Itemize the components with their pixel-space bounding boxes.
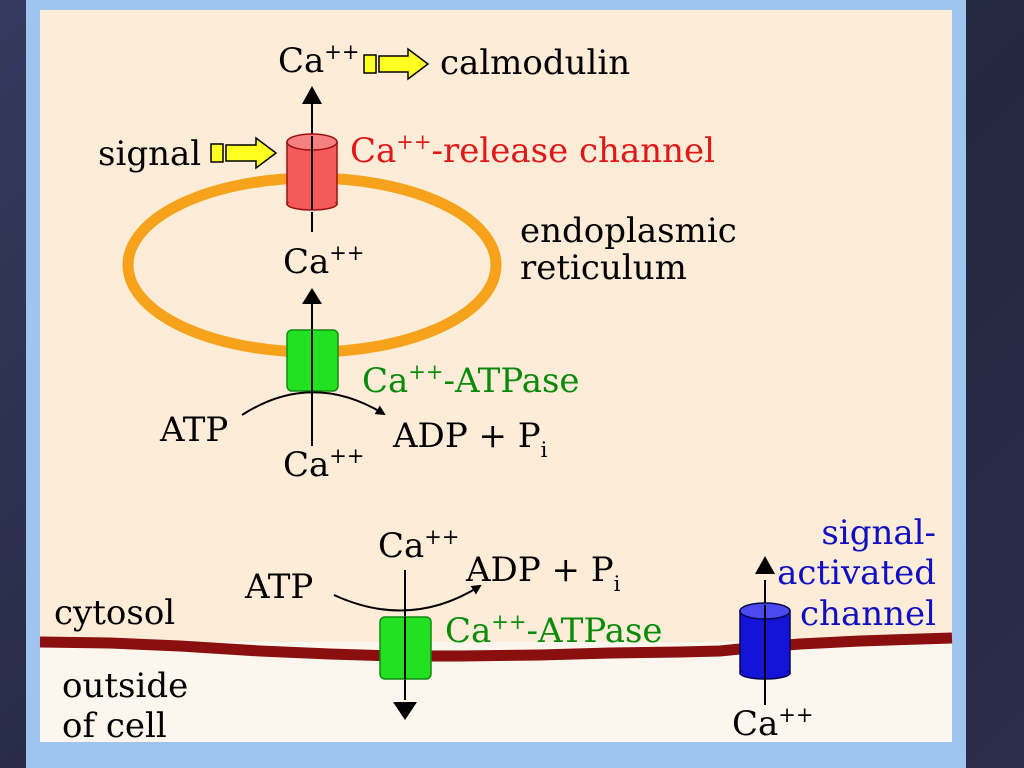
signal-channel-up-arrowhead — [755, 556, 775, 574]
ca-efflux-arrowhead — [302, 86, 322, 104]
er-label-line1: endoplasmic — [520, 211, 737, 251]
pm-atp-to-adp-arrow — [333, 584, 482, 612]
pm-atp-label: ATP — [244, 567, 313, 607]
ca-release-channel — [286, 133, 338, 211]
signal-activated-label-line3: channel — [800, 594, 936, 634]
outside-cell-label-line1: outside — [62, 666, 188, 706]
pm-atpase-label: Ca++-ATPase — [445, 610, 663, 651]
cytosol-label: cytosol — [54, 593, 175, 633]
outside-cell-label-line2: of cell — [62, 706, 167, 746]
calmodulin-arrow-icon — [363, 47, 430, 81]
ca-er-lumen-label: Ca++ — [283, 241, 365, 282]
er-atpase-label: Ca++-ATPase — [362, 360, 580, 401]
calmodulin-label: calmodulin — [440, 43, 630, 83]
signal-label: signal — [98, 134, 201, 174]
ca-cytosol-lower-label: Ca++ — [283, 444, 365, 485]
signal-arrow-icon — [210, 136, 278, 170]
release-channel-label: Ca++-release channel — [350, 130, 715, 171]
pm-atpase-down-arrowhead — [393, 702, 417, 720]
signal-activated-channel — [739, 602, 791, 680]
er-adp-pi-label: ADP + Pi — [392, 416, 548, 462]
ca-pm-atpase-label: Ca++ — [378, 525, 460, 566]
ca-cytosol-label: Ca++ — [278, 40, 360, 81]
er-atp-label: ATP — [159, 410, 228, 450]
signal-activated-label-line1: signal- — [821, 513, 936, 553]
signal-activated-label-line2: activated — [777, 553, 936, 593]
ca-extracellular-label: Ca++ — [732, 703, 814, 744]
er-label-line2: reticulum — [520, 248, 687, 288]
pm-adp-pi-label: ADP + Pi — [465, 550, 621, 596]
atpase-up-arrowhead — [302, 288, 322, 304]
